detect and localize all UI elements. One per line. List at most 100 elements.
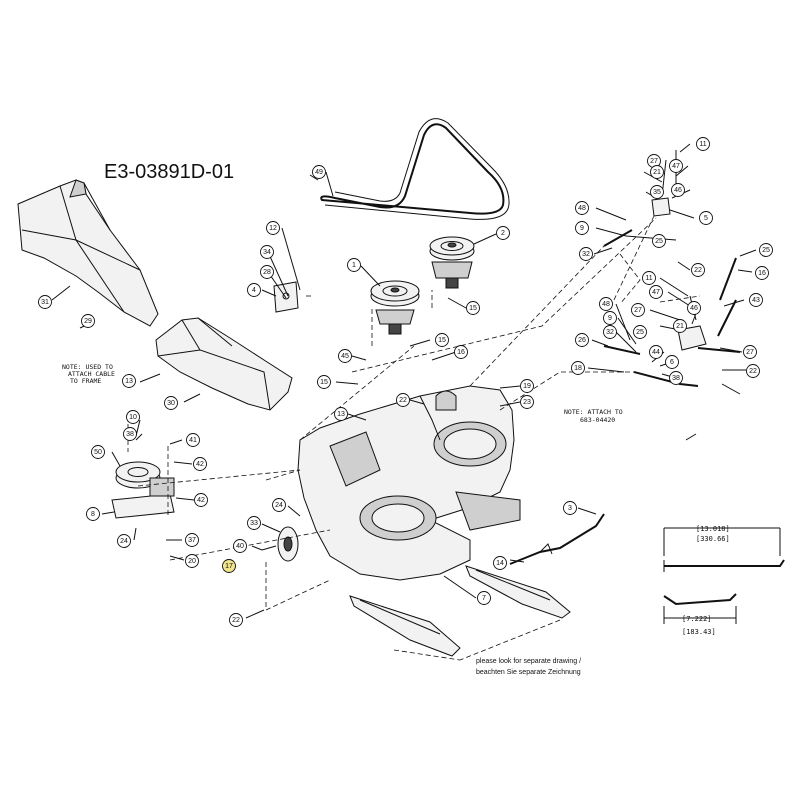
callout-47: 47 (669, 159, 683, 173)
callout-number: 29 (84, 318, 92, 325)
callout-circle (194, 493, 208, 507)
callout-27: 27 (631, 303, 645, 317)
callout-number: 32 (582, 251, 590, 258)
callout-48: 48 (599, 297, 613, 311)
callout-number: 22 (232, 617, 240, 624)
callout-number: 41 (189, 437, 197, 444)
callout-circle (312, 165, 326, 179)
callout-25: 25 (652, 234, 666, 248)
callout-circle (650, 165, 664, 179)
mower-deck (297, 385, 521, 581)
callout-22: 22 (746, 364, 760, 378)
callout-number: 38 (126, 431, 134, 438)
callout-25: 25 (759, 243, 773, 257)
callout-47: 47 (649, 285, 663, 299)
callout-26: 26 (575, 333, 589, 347)
callout-25: 25 (633, 325, 647, 339)
callout-number: 16 (457, 349, 465, 356)
callout-circle (603, 325, 617, 339)
callout-circle (650, 185, 664, 199)
callout-number: 48 (578, 205, 586, 212)
callout-number: 26 (578, 337, 586, 344)
callout-number: 9 (580, 225, 584, 232)
callout-number: 1 (352, 262, 356, 269)
callout-43: 43 (749, 293, 763, 307)
callout-number: 46 (690, 305, 698, 312)
rod-detail (663, 527, 785, 624)
note-line: 683-04420 (580, 416, 615, 424)
callout-number: 13 (337, 411, 345, 418)
callout-circle (649, 285, 663, 299)
callout-circle (347, 258, 361, 272)
callout-circle (755, 266, 769, 280)
callout-number: 28 (263, 269, 271, 276)
callout-3: 3 (563, 501, 577, 515)
callout-number: 9 (608, 315, 612, 322)
callout-number: 11 (645, 275, 652, 282)
callout-9: 9 (603, 311, 617, 325)
callout-number: 25 (636, 329, 644, 336)
lift-rod (509, 513, 605, 565)
callout-2: 2 (496, 226, 510, 240)
callout-number: 27 (746, 349, 754, 356)
callout-circle (691, 263, 705, 277)
callout-number: 45 (341, 353, 349, 360)
callout-34: 34 (260, 245, 274, 259)
callout-number: 8 (91, 511, 95, 518)
callout-number: 44 (652, 349, 660, 356)
callout-circle (222, 559, 236, 573)
callout-circle (334, 407, 348, 421)
callout-number: 40 (236, 543, 244, 550)
callout-circle (743, 345, 757, 359)
callout-6: 6 (665, 355, 679, 369)
callout-14: 14 (493, 556, 507, 570)
callout-circle (435, 333, 449, 347)
callout-46: 46 (687, 301, 701, 315)
callout-circle (396, 393, 410, 407)
callout-circle (247, 516, 261, 530)
callout-32: 32 (603, 325, 617, 339)
callout-number: 47 (672, 163, 680, 170)
callout-number: 7 (482, 595, 486, 602)
callout-27: 27 (743, 345, 757, 359)
callout-number: 21 (653, 169, 661, 176)
callout-number: 25 (655, 238, 663, 245)
callout-9: 9 (575, 221, 589, 235)
callout-number: 25 (762, 247, 770, 254)
callout-circle (746, 364, 760, 378)
callout-number: 35 (653, 189, 661, 196)
callout-circle (229, 613, 243, 627)
callout-number: 23 (523, 399, 531, 406)
callout-45: 45 (338, 349, 352, 363)
callout-number: 16 (758, 270, 766, 277)
callout-42: 42 (194, 493, 208, 507)
callout-13: 13 (334, 407, 348, 421)
callout-circle (696, 137, 710, 151)
callout-number: 22 (399, 397, 407, 404)
callout-number: 11 (699, 141, 706, 148)
callout-number: 18 (574, 365, 582, 372)
callout-circle (649, 345, 663, 359)
callout-number: 12 (269, 225, 277, 232)
callout-circle (673, 319, 687, 333)
callout-21: 21 (650, 165, 664, 179)
callout-number: 2 (501, 230, 505, 237)
callout-24: 24 (117, 534, 131, 548)
middle-linkage (603, 295, 741, 387)
callout-41: 41 (186, 433, 200, 447)
callout-circle (86, 507, 100, 521)
callout-16: 16 (454, 345, 468, 359)
callout-circle (338, 349, 352, 363)
note-line: NOTE: ATTACH TO (564, 408, 623, 416)
callout-number: 17 (225, 563, 233, 570)
note-attach-part: NOTE: ATTACH TO 683-04420 (564, 408, 623, 424)
callout-number: 24 (275, 502, 283, 509)
callout-32: 32 (579, 247, 593, 261)
callout-15: 15 (435, 333, 449, 347)
callout-circle (669, 159, 683, 173)
assembly-guide-lines (127, 215, 701, 661)
callout-40: 40 (233, 539, 247, 553)
callout-11: 11 (696, 137, 710, 151)
dimension-inch: [7.222] (682, 615, 712, 623)
callout-number: 34 (263, 249, 271, 256)
